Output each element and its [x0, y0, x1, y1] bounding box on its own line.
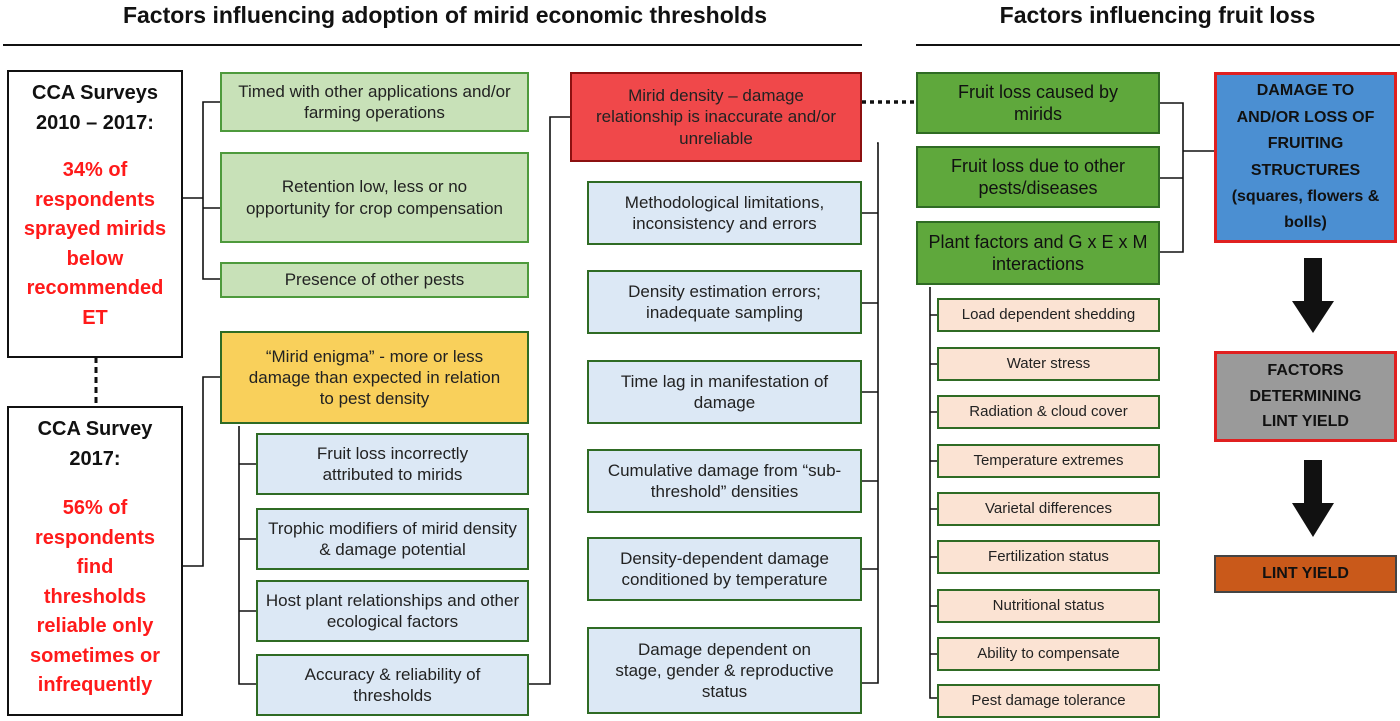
survey-a-result-line5: recommended: [26, 277, 164, 299]
cca-survey-2017: CCA Survey 2017: 56% of respondents find…: [7, 406, 183, 716]
density-damage-relationship-box: Mirid density – damage relationship is i…: [570, 72, 862, 162]
factors-determining-lint-yield-box: FACTORS DETERMINING LINT YIELD: [1214, 351, 1397, 442]
enigma-trophic-modifiers: Trophic modifiers of mirid density & dam…: [256, 508, 529, 570]
damage-fruiting-structures-box: DAMAGE TO AND/OR LOSS OF FRUITING STRUCT…: [1214, 72, 1397, 243]
header-fruit-loss: Factors influencing fruit loss: [999, 2, 1316, 28]
survey-b-title-line1: CCA Survey: [37, 418, 153, 440]
enigma-host-plant-relationships: Host plant relationships and other ecolo…: [256, 580, 529, 642]
survey-b-title-line2: 2017:: [69, 448, 121, 470]
survey-a-result-line3: sprayed mirids: [23, 218, 167, 240]
plant-ability-to-compensate: Ability to compensate: [937, 637, 1160, 671]
cca-surveys-2010-2017: CCA Surveys 2010 – 2017: 34% of responde…: [7, 70, 183, 358]
plant-temperature-extremes: Temperature extremes: [937, 444, 1160, 478]
header-rule-right: [916, 44, 1400, 46]
plant-factors-gxexm: Plant factors and G x E x M interactions: [916, 221, 1160, 285]
plant-varietal-differences: Varietal differences: [937, 492, 1160, 526]
survey-b-result-line6: sometimes or: [29, 644, 161, 667]
survey-a-title-line1: CCA Surveys: [32, 82, 158, 104]
header-rule-left: [3, 44, 862, 46]
plant-pest-damage-tolerance: Pest damage tolerance: [937, 684, 1160, 718]
density-cumulative-damage: Cumulative damage from “sub-threshold” d…: [587, 449, 862, 513]
survey-b-result-line5: reliable only: [36, 615, 154, 637]
survey-a-title-line2: 2010 – 2017:: [36, 112, 154, 134]
survey-b-result-line1: 56% of: [62, 497, 128, 519]
lint-yield-box: LINT YIELD: [1214, 555, 1397, 593]
survey-a-result-line1: 34% of: [62, 159, 128, 181]
density-methodological-limitations: Methodological limitations, inconsistenc…: [587, 181, 862, 245]
plant-nutritional-status: Nutritional status: [937, 589, 1160, 623]
fruit-loss-other-pests: Fruit loss due to other pests/diseases: [916, 146, 1160, 208]
mirid-enigma-box: “Mirid enigma” - more or less damage tha…: [220, 331, 529, 424]
density-temperature-dependent: Density-dependent damage conditioned by …: [587, 537, 862, 601]
survey-b-result-line4: thresholds: [43, 585, 147, 608]
density-time-lag: Time lag in manifestation of damage: [587, 360, 862, 424]
factor-other-pests: Presence of other pests: [220, 262, 529, 298]
factor-timed-operations: Timed with other applications and/or far…: [220, 72, 529, 132]
survey-b-result-line3: find: [76, 556, 114, 578]
survey-b-result-line2: respondents: [34, 526, 156, 549]
enigma-fruit-loss-misattributed: Fruit loss incorrectly attributed to mir…: [256, 433, 529, 495]
survey-a-result-line4: below: [66, 247, 124, 270]
factor-low-retention: Retention low, less or no opportunity fo…: [220, 152, 529, 243]
density-estimation-errors: Density estimation errors; inadequate sa…: [587, 270, 862, 334]
plant-fertilization-status: Fertilization status: [937, 540, 1160, 574]
enigma-threshold-accuracy: Accuracy & reliability of thresholds: [256, 654, 529, 716]
header-adoption-factors: Factors influencing adoption of mirid ec…: [122, 2, 768, 28]
plant-water-stress: Water stress: [937, 347, 1160, 381]
survey-b-result-line7: infrequently: [37, 674, 153, 696]
plant-load-dependent-shedding: Load dependent shedding: [937, 298, 1160, 332]
survey-a-result-line2: respondents: [34, 188, 156, 211]
survey-a-result-line6: ET: [82, 306, 108, 329]
plant-radiation-cloud-cover: Radiation & cloud cover: [937, 395, 1160, 429]
fruit-loss-mirids: Fruit loss caused by mirids: [916, 72, 1160, 134]
density-stage-gender-dependent: Damage dependent on stage, gender & repr…: [587, 627, 862, 714]
